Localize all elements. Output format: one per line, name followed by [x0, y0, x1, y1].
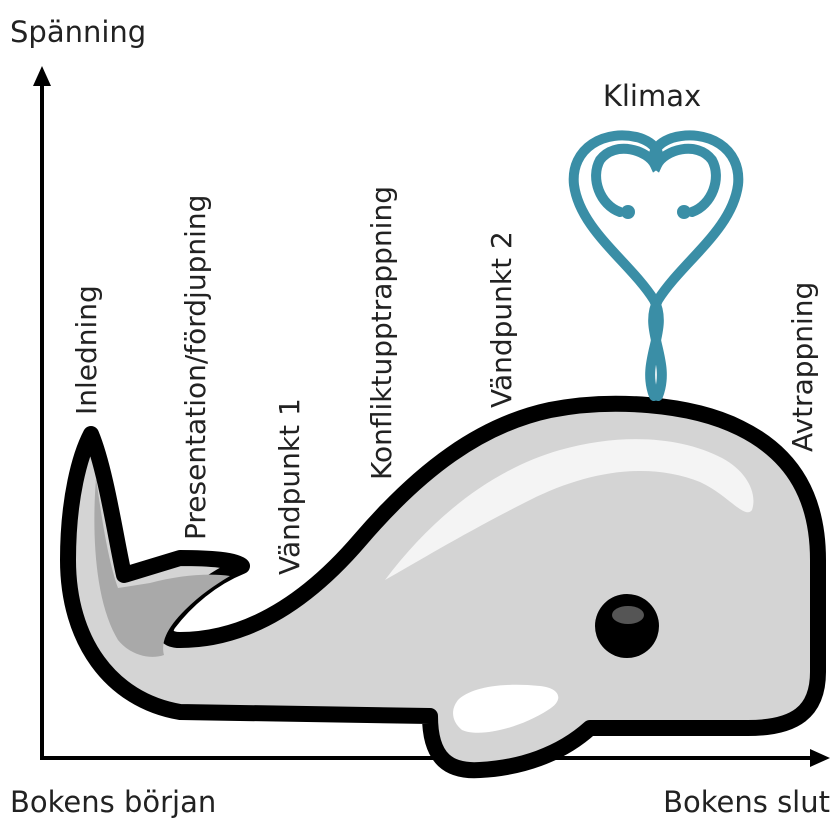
stage-label-avtrappning: Avtrappning: [786, 282, 819, 452]
stage-label-klimax: Klimax: [603, 79, 701, 113]
whale-eye-glint: [612, 606, 644, 624]
x-axis-start-label: Bokens början: [10, 785, 216, 818]
stage-label-inledning: Inledning: [70, 285, 103, 415]
whale-eye: [595, 594, 659, 658]
stage-label-vandpunkt-2: Vändpunkt 2: [485, 231, 518, 408]
stage-label-presentation: Presentation/fördjupning: [179, 195, 212, 540]
spout-left-strand: [574, 135, 659, 396]
spout-left-drop: [621, 205, 635, 219]
y-axis-arrowhead: [33, 66, 51, 86]
x-axis-arrowhead: [810, 749, 830, 767]
spout-right-strand: [653, 135, 738, 396]
stage-label-vandpunkt-1: Vändpunkt 1: [273, 398, 306, 575]
water-spout: [574, 135, 739, 396]
x-axis-end-label: Bokens slut: [663, 785, 830, 818]
y-axis-label: Spänning: [10, 15, 146, 49]
spout-right-drop: [677, 205, 691, 219]
stage-label-konflikt: Konfliktupptrappning: [365, 186, 398, 480]
